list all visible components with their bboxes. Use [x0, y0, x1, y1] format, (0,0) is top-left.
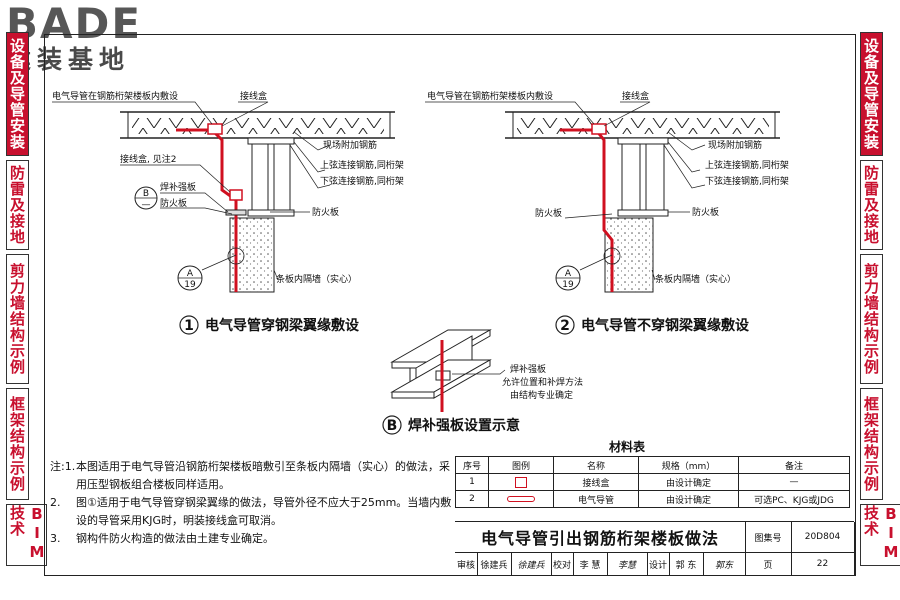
- svg-text:电气导管穿钢梁翼缘敷设: 电气导管穿钢梁翼缘敷设: [205, 317, 360, 334]
- diagram-1-title: 1 电气导管穿钢梁翼缘敷设: [179, 315, 360, 335]
- right-chapter-tabs: 设备及导管安装 防雷及接地 剪力墙结构示例 框架结构示例 BIM技术: [860, 32, 900, 570]
- label-conduit-in-slab-2: 电气导管在钢筋桁架楼板内敷设: [427, 90, 553, 102]
- label-upper-rebar-1: 上弦连接钢筋,同桁架: [320, 159, 404, 171]
- callout-a-1: A 19: [177, 265, 203, 291]
- svg-text:A: A: [565, 269, 572, 279]
- table-row: 2 电气导管 由设计确定 可选PC、KJG或JDG: [455, 490, 850, 508]
- label-by-struct-b: 由结构专业确定: [510, 389, 573, 401]
- tab-shear-wall-right[interactable]: 剪力墙结构示例: [860, 254, 883, 384]
- steel-beam-1: [247, 137, 295, 217]
- conduit-2: [560, 123, 614, 292]
- svg-text:—: —: [142, 200, 151, 210]
- svg-text:焊补强板设置示意: 焊补强板设置示意: [408, 417, 520, 434]
- tab-lightning-grounding[interactable]: 防雷及接地: [6, 160, 29, 250]
- label-fire-board-1: 防火板: [160, 197, 187, 209]
- junction-box-1: [207, 123, 223, 135]
- label-fire-board-2b: 防火板: [692, 206, 719, 218]
- label-junction-box-1: 接线盒: [240, 90, 267, 102]
- junction-box-2: [591, 123, 607, 135]
- svg-text:电气导管不穿钢梁翼缘敷设: 电气导管不穿钢梁翼缘敷设: [581, 317, 750, 334]
- materials-title: 材料表: [609, 440, 646, 454]
- reviewer-signature: 徐建兵: [511, 553, 552, 576]
- diagram-1: 电气导管在钢筋桁架楼板内敷设 接线盒 现场附加钢筋 上弦连接钢筋,同桁架 下弦连…: [52, 90, 404, 335]
- svg-text:B: B: [143, 189, 149, 199]
- label-reinforce-plate-1: 焊补强板: [160, 181, 196, 193]
- tab-equipment-conduit-right[interactable]: 设备及导管安装: [860, 32, 883, 156]
- note-3: 3. 钢构件防火构造的做法由土建专业确定。: [50, 532, 274, 545]
- note-2: 2. 图①适用于电气导管穿钢梁翼缘的做法，导管外径不应大于25mm。当墙内敷设的…: [50, 496, 452, 527]
- label-upper-rebar-2: 上弦连接钢筋,同桁架: [705, 159, 789, 171]
- label-junction-box-see-1: 接线盒, 见注2: [120, 153, 176, 165]
- tab-bim-right[interactable]: BIM技术: [860, 504, 900, 566]
- diagram-b-title: B 焊补强板设置示意: [382, 415, 520, 435]
- steel-beam-2: [617, 137, 669, 217]
- materials-table: 序号 图例 名称 规格（mm） 备注 1 接线盒 由设计确定 — 2 电气导管 …: [455, 456, 850, 508]
- tab-shear-wall[interactable]: 剪力墙结构示例: [6, 254, 29, 384]
- callout-a-2: A 19: [555, 265, 581, 291]
- junction-box-1b: [229, 189, 243, 201]
- left-chapter-tabs: 设备及导管安装 防雷及接地 剪力墙结构示例 框架结构示例 BIM技术: [6, 32, 47, 570]
- label-junction-box-2: 接线盒: [622, 90, 649, 102]
- truss-slab-1: [120, 111, 395, 139]
- label-position-b: 允许位置和补焊方法: [502, 376, 583, 388]
- diagram-2-title: 2 电气导管不穿钢梁翼缘敷设: [555, 315, 750, 335]
- drawing-title: 电气导管引出钢筋桁架楼板做法: [455, 522, 746, 553]
- conduit-1: [176, 123, 247, 292]
- note-1: 注:1. 本图适用于电气导管沿钢筋桁架楼板暗敷引至条板内隔墙（实心）的做法，采用…: [50, 460, 450, 491]
- callout-b-1: B —: [134, 186, 158, 210]
- atlas-number: 20D804: [791, 522, 855, 553]
- tab-frame-structure[interactable]: 框架结构示例: [6, 388, 29, 500]
- label-fire-board-2a: 防火板: [535, 207, 562, 219]
- diagram-2: 电气导管在钢筋桁架楼板内敷设 接线盒 现场附加钢筋 上弦连接钢筋,同桁架 下弦连…: [425, 90, 789, 335]
- leaders-2: [425, 101, 706, 281]
- title-block: 电气导管引出钢筋桁架楼板做法 图集号 20D804 审核 徐建兵 徐建兵 校对 …: [455, 521, 855, 576]
- tab-equipment-conduit[interactable]: 设备及导管安装: [6, 32, 29, 156]
- junction-box-symbol-icon: [515, 476, 527, 488]
- label-fire-board-1b: 防火板: [312, 206, 339, 218]
- conduit-symbol-icon: [507, 495, 535, 502]
- page-number: 22: [791, 553, 855, 576]
- label-partition-2: 条板内隔墙（实心）: [655, 273, 736, 285]
- table-row: 1 接线盒 由设计确定 —: [455, 473, 850, 491]
- svg-text:1: 1: [184, 318, 194, 334]
- truss-slab-2: [505, 111, 780, 139]
- label-lower-rebar-1: 下弦连接钢筋,同桁架: [320, 175, 404, 187]
- designer-signature: 郭东: [703, 553, 746, 576]
- reinforce-plate-1: [225, 209, 247, 216]
- tab-frame-structure-right[interactable]: 框架结构示例: [860, 388, 883, 500]
- leaders-1: [52, 101, 331, 281]
- svg-text:19: 19: [562, 280, 574, 290]
- diagram-b: [390, 329, 506, 412]
- drawing-frame: [44, 34, 856, 576]
- svg-text:19: 19: [184, 280, 196, 290]
- label-partition-1: 条板内隔墙（实心）: [276, 273, 357, 285]
- svg-text:B: B: [387, 418, 398, 434]
- svg-text:A: A: [187, 269, 194, 279]
- tab-lightning-grounding-right[interactable]: 防雷及接地: [860, 160, 883, 250]
- label-lower-rebar-2: 下弦连接钢筋,同桁架: [705, 175, 789, 187]
- checker: 李 慧: [573, 553, 608, 576]
- label-plate-b: 焊补强板: [510, 363, 546, 375]
- svg-text:2: 2: [560, 318, 570, 334]
- checker-signature: 李慧: [607, 553, 648, 576]
- label-conduit-in-slab-1: 电气导管在钢筋桁架楼板内敷设: [52, 90, 178, 102]
- designer: 郭 东: [669, 553, 704, 576]
- label-site-rebar-1: 现场附加钢筋: [323, 139, 377, 151]
- reviewer: 徐建兵: [477, 553, 512, 576]
- tab-bim[interactable]: BIM技术: [6, 504, 47, 566]
- notes: 注:1. 本图适用于电气导管沿钢筋桁架楼板暗敷引至条板内隔墙（实心）的做法，采用…: [50, 458, 460, 548]
- label-site-rebar-2: 现场附加钢筋: [708, 139, 762, 151]
- materials-header-row: 序号 图例 名称 规格（mm） 备注: [455, 456, 850, 474]
